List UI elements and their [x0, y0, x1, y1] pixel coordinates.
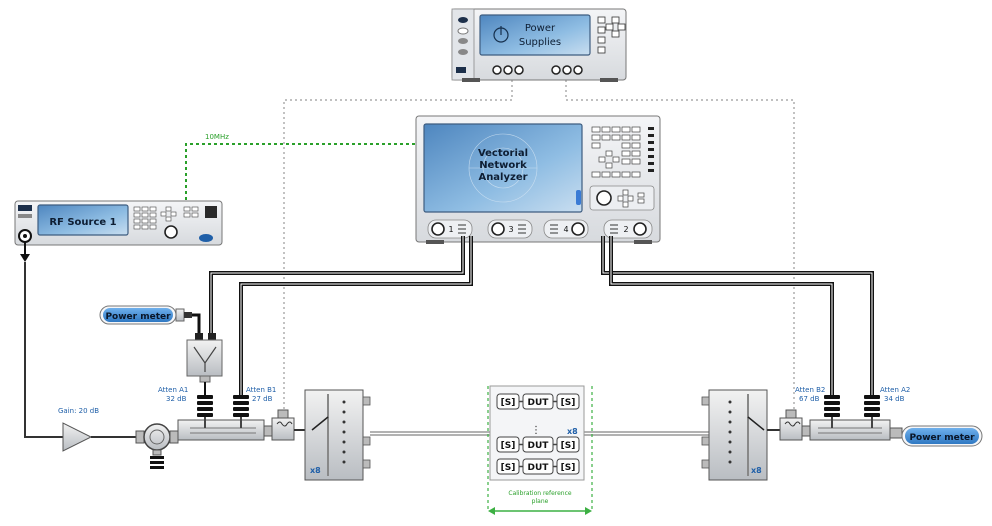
bias-tee-right [779, 409, 811, 441]
coupler-right [809, 417, 903, 441]
gain-label: Gain: 20 dB [58, 407, 99, 415]
calibration-arrow [488, 507, 592, 515]
switch-right-mult: x8 [751, 466, 762, 475]
vna-instrument[interactable]: Vectorial Network Analyzer 1 [415, 115, 661, 244]
switch-matrix-right: x8 [701, 389, 768, 481]
atten-b1-value: 27 dB [252, 395, 273, 403]
ref-clock-label: 10MHz [205, 133, 229, 141]
dut-row: [S] DUT [S] [496, 458, 580, 475]
atten-b2-name: Atten B2 [795, 386, 825, 394]
rf-source-label: RF Source 1 [49, 217, 116, 228]
calibration-planes [487, 386, 593, 510]
calibration-label-1: Calibration reference [508, 490, 572, 497]
atten-a2-stack [864, 395, 880, 417]
dut-row: [S] DUT [S] [496, 436, 580, 453]
s-param-box-label: [S] [561, 463, 576, 473]
control-lines [283, 80, 795, 420]
port-2-label: 2 [623, 225, 628, 234]
dut-mult: x8 [567, 427, 578, 436]
rf-source-instrument[interactable]: RF Source 1 [14, 200, 223, 246]
power-meter-left-cable [192, 313, 201, 333]
power-supplies-instrument[interactable]: Power Supplies [451, 8, 627, 82]
vna-label-1: Vectorial [478, 148, 528, 159]
arrow-down-icon [20, 254, 30, 262]
atten-a1-stack [197, 395, 213, 417]
s-param-box-label: [S] [501, 398, 516, 408]
vna-cables [209, 236, 874, 395]
atten-a1-value: 32 dB [166, 395, 187, 403]
power-splitter-left [186, 333, 223, 383]
atten-b1-name: Atten B1 [246, 386, 276, 394]
port-1-label: 1 [448, 225, 453, 234]
port-3-label: 3 [508, 225, 513, 234]
power-meter-left[interactable]: Power meter [99, 305, 192, 325]
dut-ellipsis: ⋮ [531, 425, 541, 436]
amplifier [62, 422, 93, 452]
dut-row: [S] DUT [S] [496, 393, 580, 410]
vna-label-3: Analyzer [478, 172, 527, 183]
ref-clock-line [185, 143, 416, 200]
atten-b2-value: 67 dB [799, 395, 820, 403]
port-4-label: 4 [563, 225, 568, 234]
dut-box-label: DUT [528, 463, 550, 473]
vna-port-4[interactable]: 4 [543, 219, 589, 239]
atten-a2-value: 34 dB [884, 395, 905, 403]
s-param-box-label: [S] [561, 398, 576, 408]
power-supplies-label-2: Supplies [519, 37, 561, 48]
atten-b1-stack [233, 395, 249, 417]
switch-left-mult: x8 [310, 466, 321, 475]
dut-box-label: DUT [528, 398, 550, 408]
vna-port-3[interactable]: 3 [487, 219, 533, 239]
power-supplies-label-1: Power [525, 23, 556, 34]
atten-a1-name: Atten A1 [158, 386, 188, 394]
power-meter-right-label: Power meter [909, 433, 975, 443]
atten-b2-stack [824, 395, 840, 417]
dut-box-label: DUT [528, 441, 550, 451]
dut-block: [S] DUT [S] [S] DUT [S] [S] DUT [S] ⋮ x8 [489, 385, 585, 481]
transmission-lines [370, 431, 709, 436]
coupler-left [177, 417, 273, 441]
bias-tee-left [271, 409, 295, 441]
atten-a2-name: Atten A2 [880, 386, 910, 394]
s-param-box-label: [S] [501, 441, 516, 451]
vna-port-2[interactable]: 2 [603, 219, 653, 239]
power-meter-right[interactable]: Power meter [901, 425, 983, 447]
s-param-box-label: [S] [501, 463, 516, 473]
s-param-box-label: [S] [561, 441, 576, 451]
vna-label-2: Network [479, 160, 527, 171]
vna-port-1[interactable]: 1 [427, 219, 473, 239]
calibration-label-2: plane [532, 498, 549, 505]
power-meter-left-label: Power meter [105, 312, 171, 322]
switch-matrix-left: x8 [304, 389, 371, 481]
isolator [135, 423, 179, 469]
rf-cable [24, 262, 63, 438]
